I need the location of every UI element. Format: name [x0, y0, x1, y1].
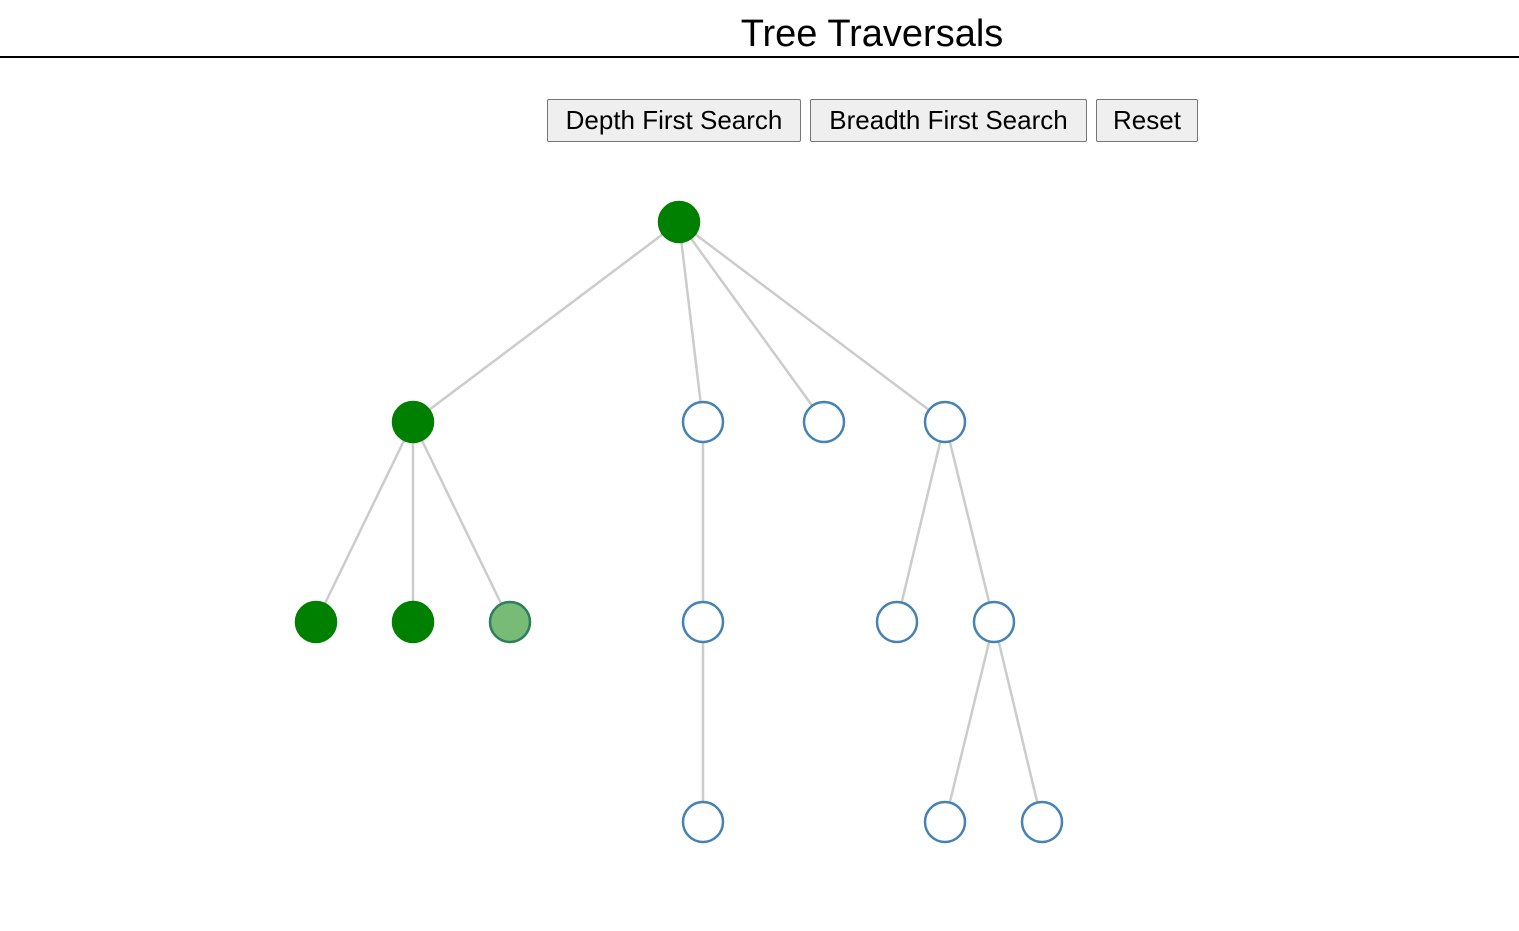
tree-node-c[interactable] — [802, 400, 846, 444]
tree-link-root-b — [677, 221, 705, 423]
tree-node-root[interactable] — [657, 200, 701, 244]
tree-node-d2a[interactable] — [923, 800, 967, 844]
tree-link-root-c — [677, 221, 826, 423]
depth-first-search-button[interactable]: Depth First Search — [547, 99, 801, 142]
tree-node-b1a[interactable] — [681, 800, 725, 844]
tree-node-a3[interactable] — [488, 600, 532, 644]
tree-node-a2[interactable] — [391, 600, 435, 644]
reset-button[interactable]: Reset — [1096, 99, 1198, 142]
tree-link-a-a1 — [314, 421, 415, 623]
header: Tree Traversals — [0, 0, 1519, 58]
tree-node-a1[interactable] — [294, 600, 338, 644]
tree-node-b1[interactable] — [681, 600, 725, 644]
tree-links — [314, 221, 1044, 823]
tree-link-d2-d2b — [992, 621, 1044, 823]
tree-link-d-d1 — [895, 421, 947, 623]
traversal-controls: Depth First Search Breadth First Search … — [547, 99, 1198, 142]
tree-node-a[interactable] — [391, 400, 435, 444]
tree-node-d[interactable] — [923, 400, 967, 444]
tree-link-d-d2 — [943, 421, 996, 623]
tree-link-root-a — [412, 221, 680, 423]
tree-link-a-a3 — [411, 421, 512, 623]
tree-node-b[interactable] — [681, 400, 725, 444]
tree-link-d2-d2a — [943, 621, 996, 823]
tree-node-d2b[interactable] — [1020, 800, 1064, 844]
tree-nodes — [294, 200, 1064, 844]
tree-node-d2[interactable] — [972, 600, 1016, 644]
tree-link-root-d — [678, 221, 946, 423]
page-title: Tree Traversals — [740, 13, 1004, 55]
tree-node-d1[interactable] — [875, 600, 919, 644]
breadth-first-search-button[interactable]: Breadth First Search — [810, 99, 1087, 142]
